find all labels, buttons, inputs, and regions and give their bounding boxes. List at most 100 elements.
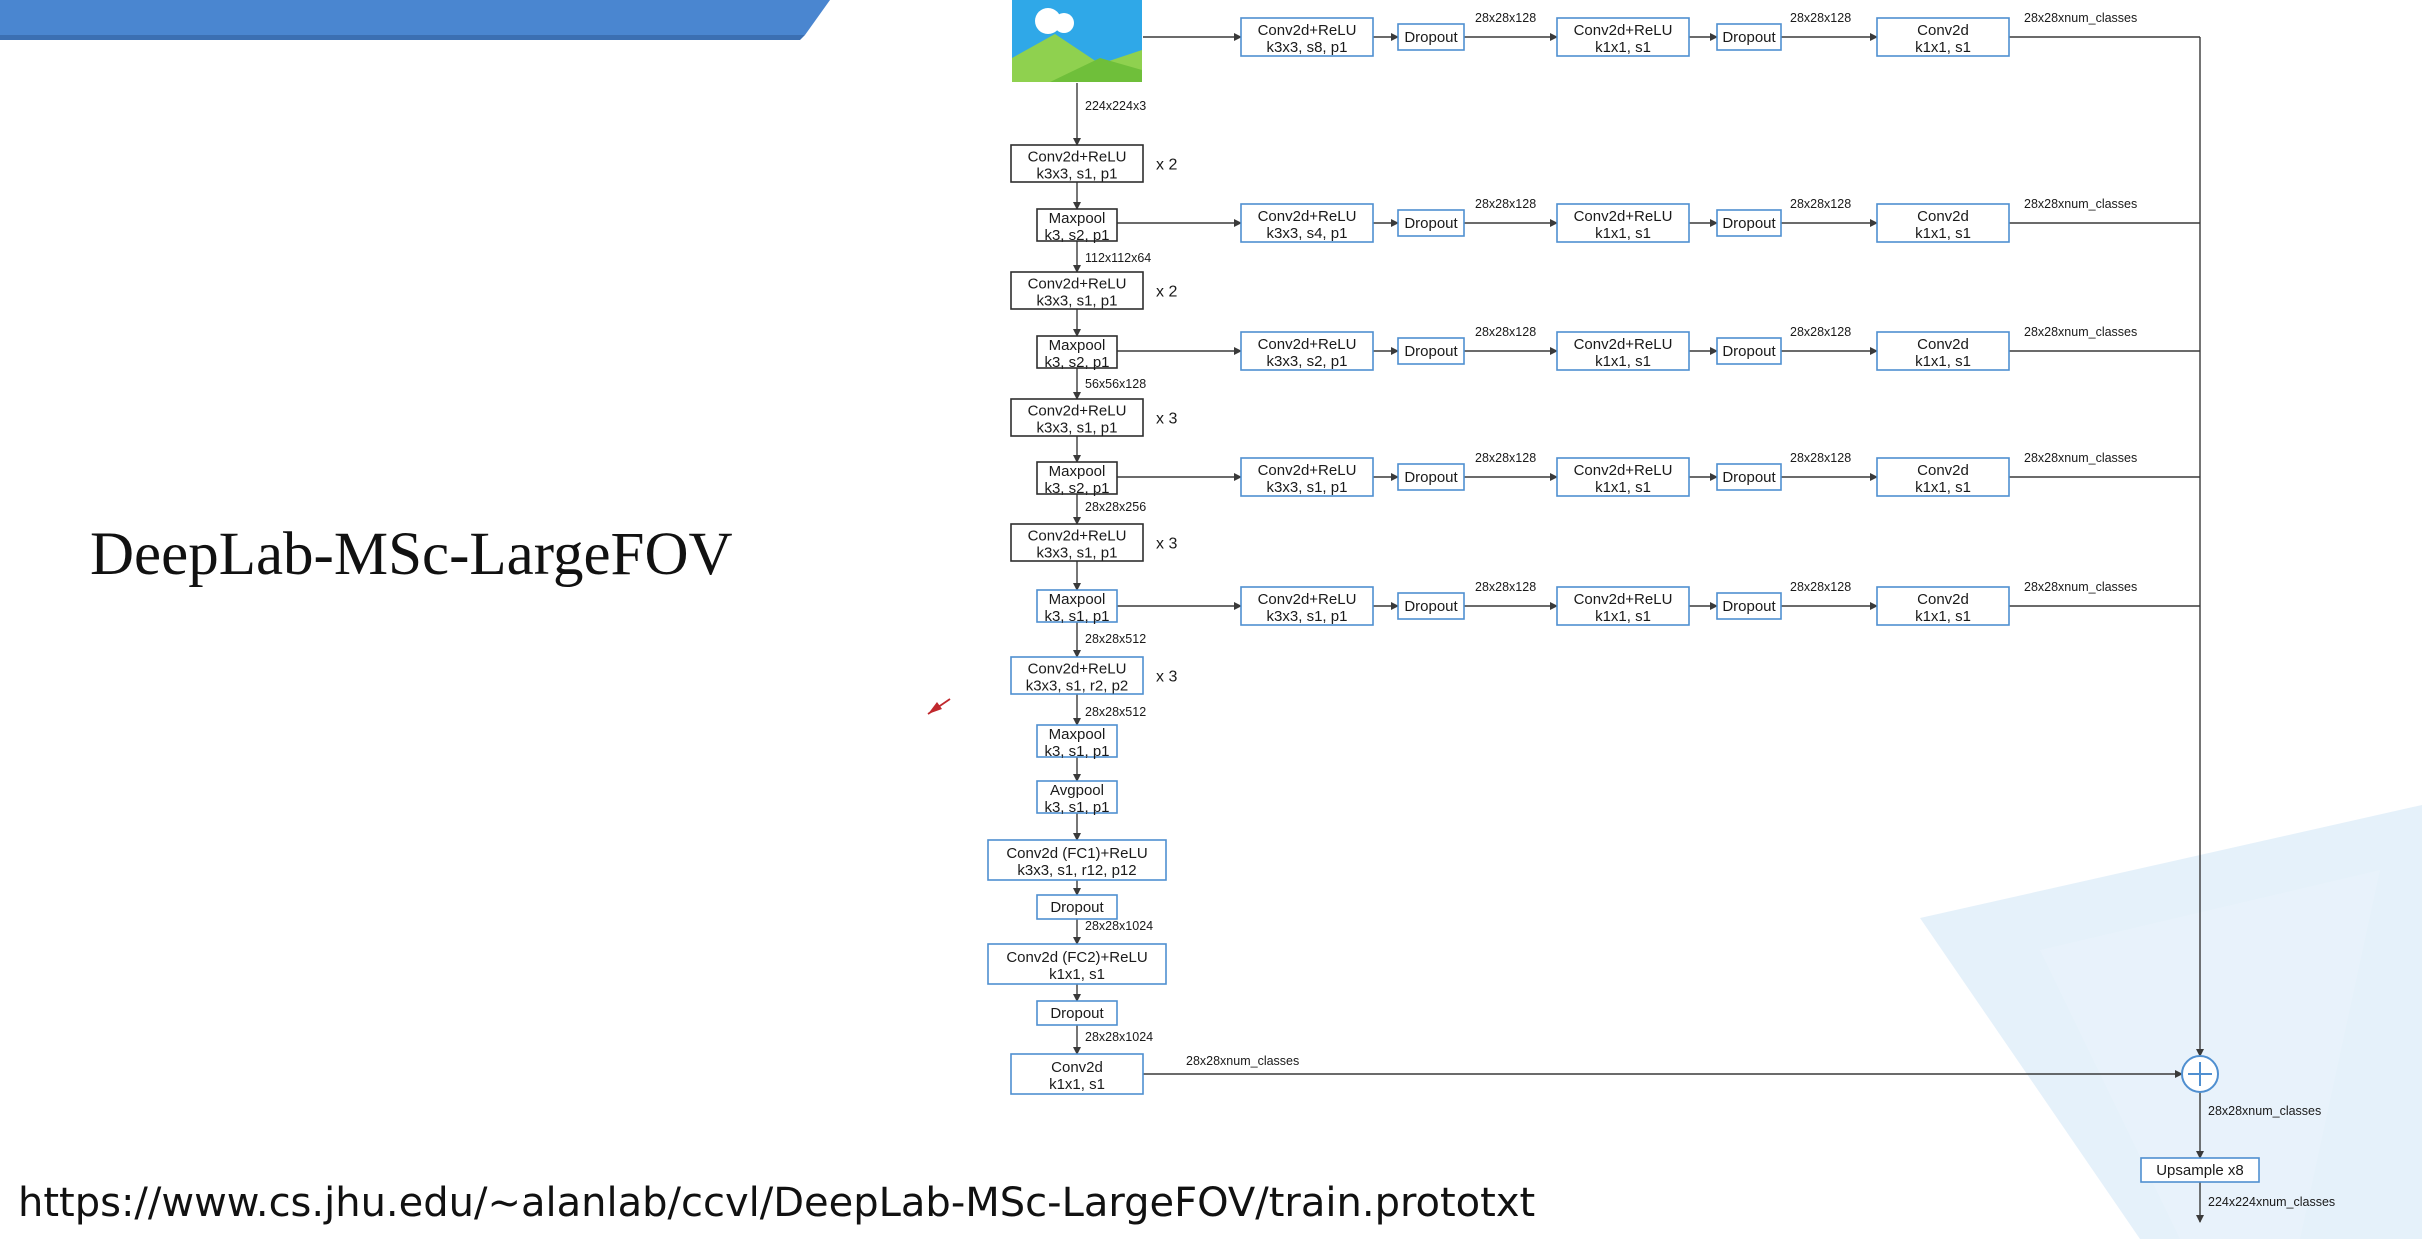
branch-3-dropout-2: Dropout [1716, 337, 1782, 365]
repeat-label: x 2 [1156, 157, 1177, 174]
branch-1-dropout-frame [1397, 23, 1465, 51]
branch-5-dropout: Dropout [1397, 592, 1465, 620]
main-block-6-maxpool-params: k3, s2, p1 [1044, 480, 1109, 497]
branch-3-conv-relu-params: k3x3, s2, p1 [1267, 353, 1348, 370]
branch-2-conv-relu-title: Conv2d+ReLU [1258, 208, 1357, 225]
branch-2-conv-relu-params: k3x3, s4, p1 [1267, 225, 1348, 242]
branch-5-dim-label: 28x28x128 [1475, 580, 1536, 594]
repeat-label: x 3 [1156, 536, 1177, 553]
branch-1-dropout-title: Dropout [1404, 29, 1458, 46]
branch-1-conv-1x1-frame [1876, 17, 2010, 57]
repeat-label: x 3 [1156, 411, 1177, 428]
branch-3-conv-relu-title: Conv2d+ReLU [1258, 336, 1357, 353]
branch-2-conv-relu-1x1-frame [1556, 203, 1690, 243]
top-banner [0, 0, 830, 35]
branch-1-conv-relu-title: Conv2d+ReLU [1258, 22, 1357, 39]
main-out-label: 28x28xnum_classes [1186, 1054, 1299, 1068]
branch-5-dropout-title: Dropout [1404, 598, 1458, 615]
main-block-11-avgpool-frame [1036, 780, 1118, 814]
branch-4-dropout-2-frame [1716, 463, 1782, 491]
branch-1-dropout-2-title: Dropout [1722, 29, 1776, 46]
main-block-16-conv2d-title: Conv2d [1051, 1059, 1103, 1076]
main-block-7-conv2d-relu-params: k3x3, s1, p1 [1037, 545, 1118, 562]
branch-3-dim-label: 28x28x128 [1475, 325, 1536, 339]
branch-2-dropout-frame [1397, 209, 1465, 237]
branch-4-dropout-title: Dropout [1404, 469, 1458, 486]
branch-4-conv-relu-title: Conv2d+ReLU [1258, 462, 1357, 479]
main-block-14-conv2d-fc2-relu-params: k1x1, s1 [1049, 966, 1105, 983]
main-block-12-conv2d-fc1-relu-title: Conv2d (FC1)+ReLU [1006, 845, 1147, 862]
branch-4-dropout-frame [1397, 463, 1465, 491]
branch-1-conv-relu-1x1-frame [1556, 17, 1690, 57]
branch-5-conv-relu-1x1-title: Conv2d+ReLU [1574, 591, 1673, 608]
branch-1-conv-relu-frame [1240, 17, 1374, 57]
dim-label: 28x28x512 [1085, 632, 1146, 646]
branch-1-conv-1x1-params: k1x1, s1 [1915, 39, 1971, 56]
branch-5-conv-relu-params: k3x3, s1, p1 [1267, 608, 1348, 625]
main-block-2-maxpool-params: k3, s2, p1 [1044, 227, 1109, 244]
main-block-15-dropout-frame [1036, 1000, 1118, 1026]
input-image-icon [1012, 0, 1142, 82]
repeat-label: x 3 [1156, 669, 1177, 686]
main-block-14-conv2d-fc2-relu-frame [987, 943, 1167, 985]
branch-2-dim-label: 28x28x128 [1475, 197, 1536, 211]
branch-2-conv-1x1-title: Conv2d [1917, 208, 1969, 225]
sum-node [2181, 1055, 2219, 1093]
image-cloud [1035, 8, 1061, 34]
main-block-13-dropout-frame [1036, 894, 1118, 920]
main-block-8-maxpool-frame [1036, 589, 1118, 623]
main-block-4-maxpool-title: Maxpool [1049, 337, 1106, 354]
branch-4-dim-label: 28x28x128 [1790, 451, 1851, 465]
main-block-11-avgpool-params: k3, s1, p1 [1044, 799, 1109, 816]
branch-3-conv-1x1-frame [1876, 331, 2010, 371]
branch-5-conv-relu-1x1-params: k1x1, s1 [1595, 608, 1651, 625]
branch-3-conv-relu-frame [1240, 331, 1374, 371]
branch-5-conv-relu-1x1-frame [1556, 586, 1690, 626]
branch-3-conv-1x1-params: k1x1, s1 [1915, 353, 1971, 370]
dim-label: 28x28x512 [1085, 705, 1146, 719]
main-block-10-maxpool-params: k3, s1, p1 [1044, 743, 1109, 760]
branch-3-conv-relu-1x1-params: k1x1, s1 [1595, 353, 1651, 370]
main-block-15-dropout-title: Dropout [1050, 1005, 1104, 1022]
main-block-1-conv2d-relu-frame [1010, 144, 1144, 183]
branch-2-dropout: Dropout [1397, 209, 1465, 237]
branch-4-conv-1x1-frame [1876, 457, 2010, 497]
branch-4-conv-relu-params: k3x3, s1, p1 [1267, 479, 1348, 496]
branch-1-out-label: 28x28xnum_classes [2024, 11, 2137, 25]
branch-3-dropout-frame [1397, 337, 1465, 365]
upsample-block-frame [2140, 1157, 2260, 1183]
main-block-9-conv2d-relu-frame [1010, 656, 1144, 695]
branch-3-dim-label: 28x28x128 [1790, 325, 1851, 339]
branch-3-dropout-2-frame [1716, 337, 1782, 365]
branch-1-dropout-2-frame [1716, 23, 1782, 51]
branch-5-dropout-2-title: Dropout [1722, 598, 1776, 615]
main-block-9-conv2d-relu-params: k3x3, s1, r2, p2 [1026, 678, 1129, 695]
main-block-14-conv2d-fc2-relu-title: Conv2d (FC2)+ReLU [1006, 949, 1147, 966]
branch-2-dim-label: 28x28x128 [1790, 197, 1851, 211]
branch-5-dropout-frame [1397, 592, 1465, 620]
watermark-shape-inner [2040, 870, 2380, 1239]
main-block-2-maxpool-title: Maxpool [1049, 210, 1106, 227]
dim-label: 28x28x1024 [1085, 919, 1153, 933]
dim-label: 56x56x128 [1085, 377, 1146, 391]
branch-4-conv-relu-1x1-title: Conv2d+ReLU [1574, 462, 1673, 479]
